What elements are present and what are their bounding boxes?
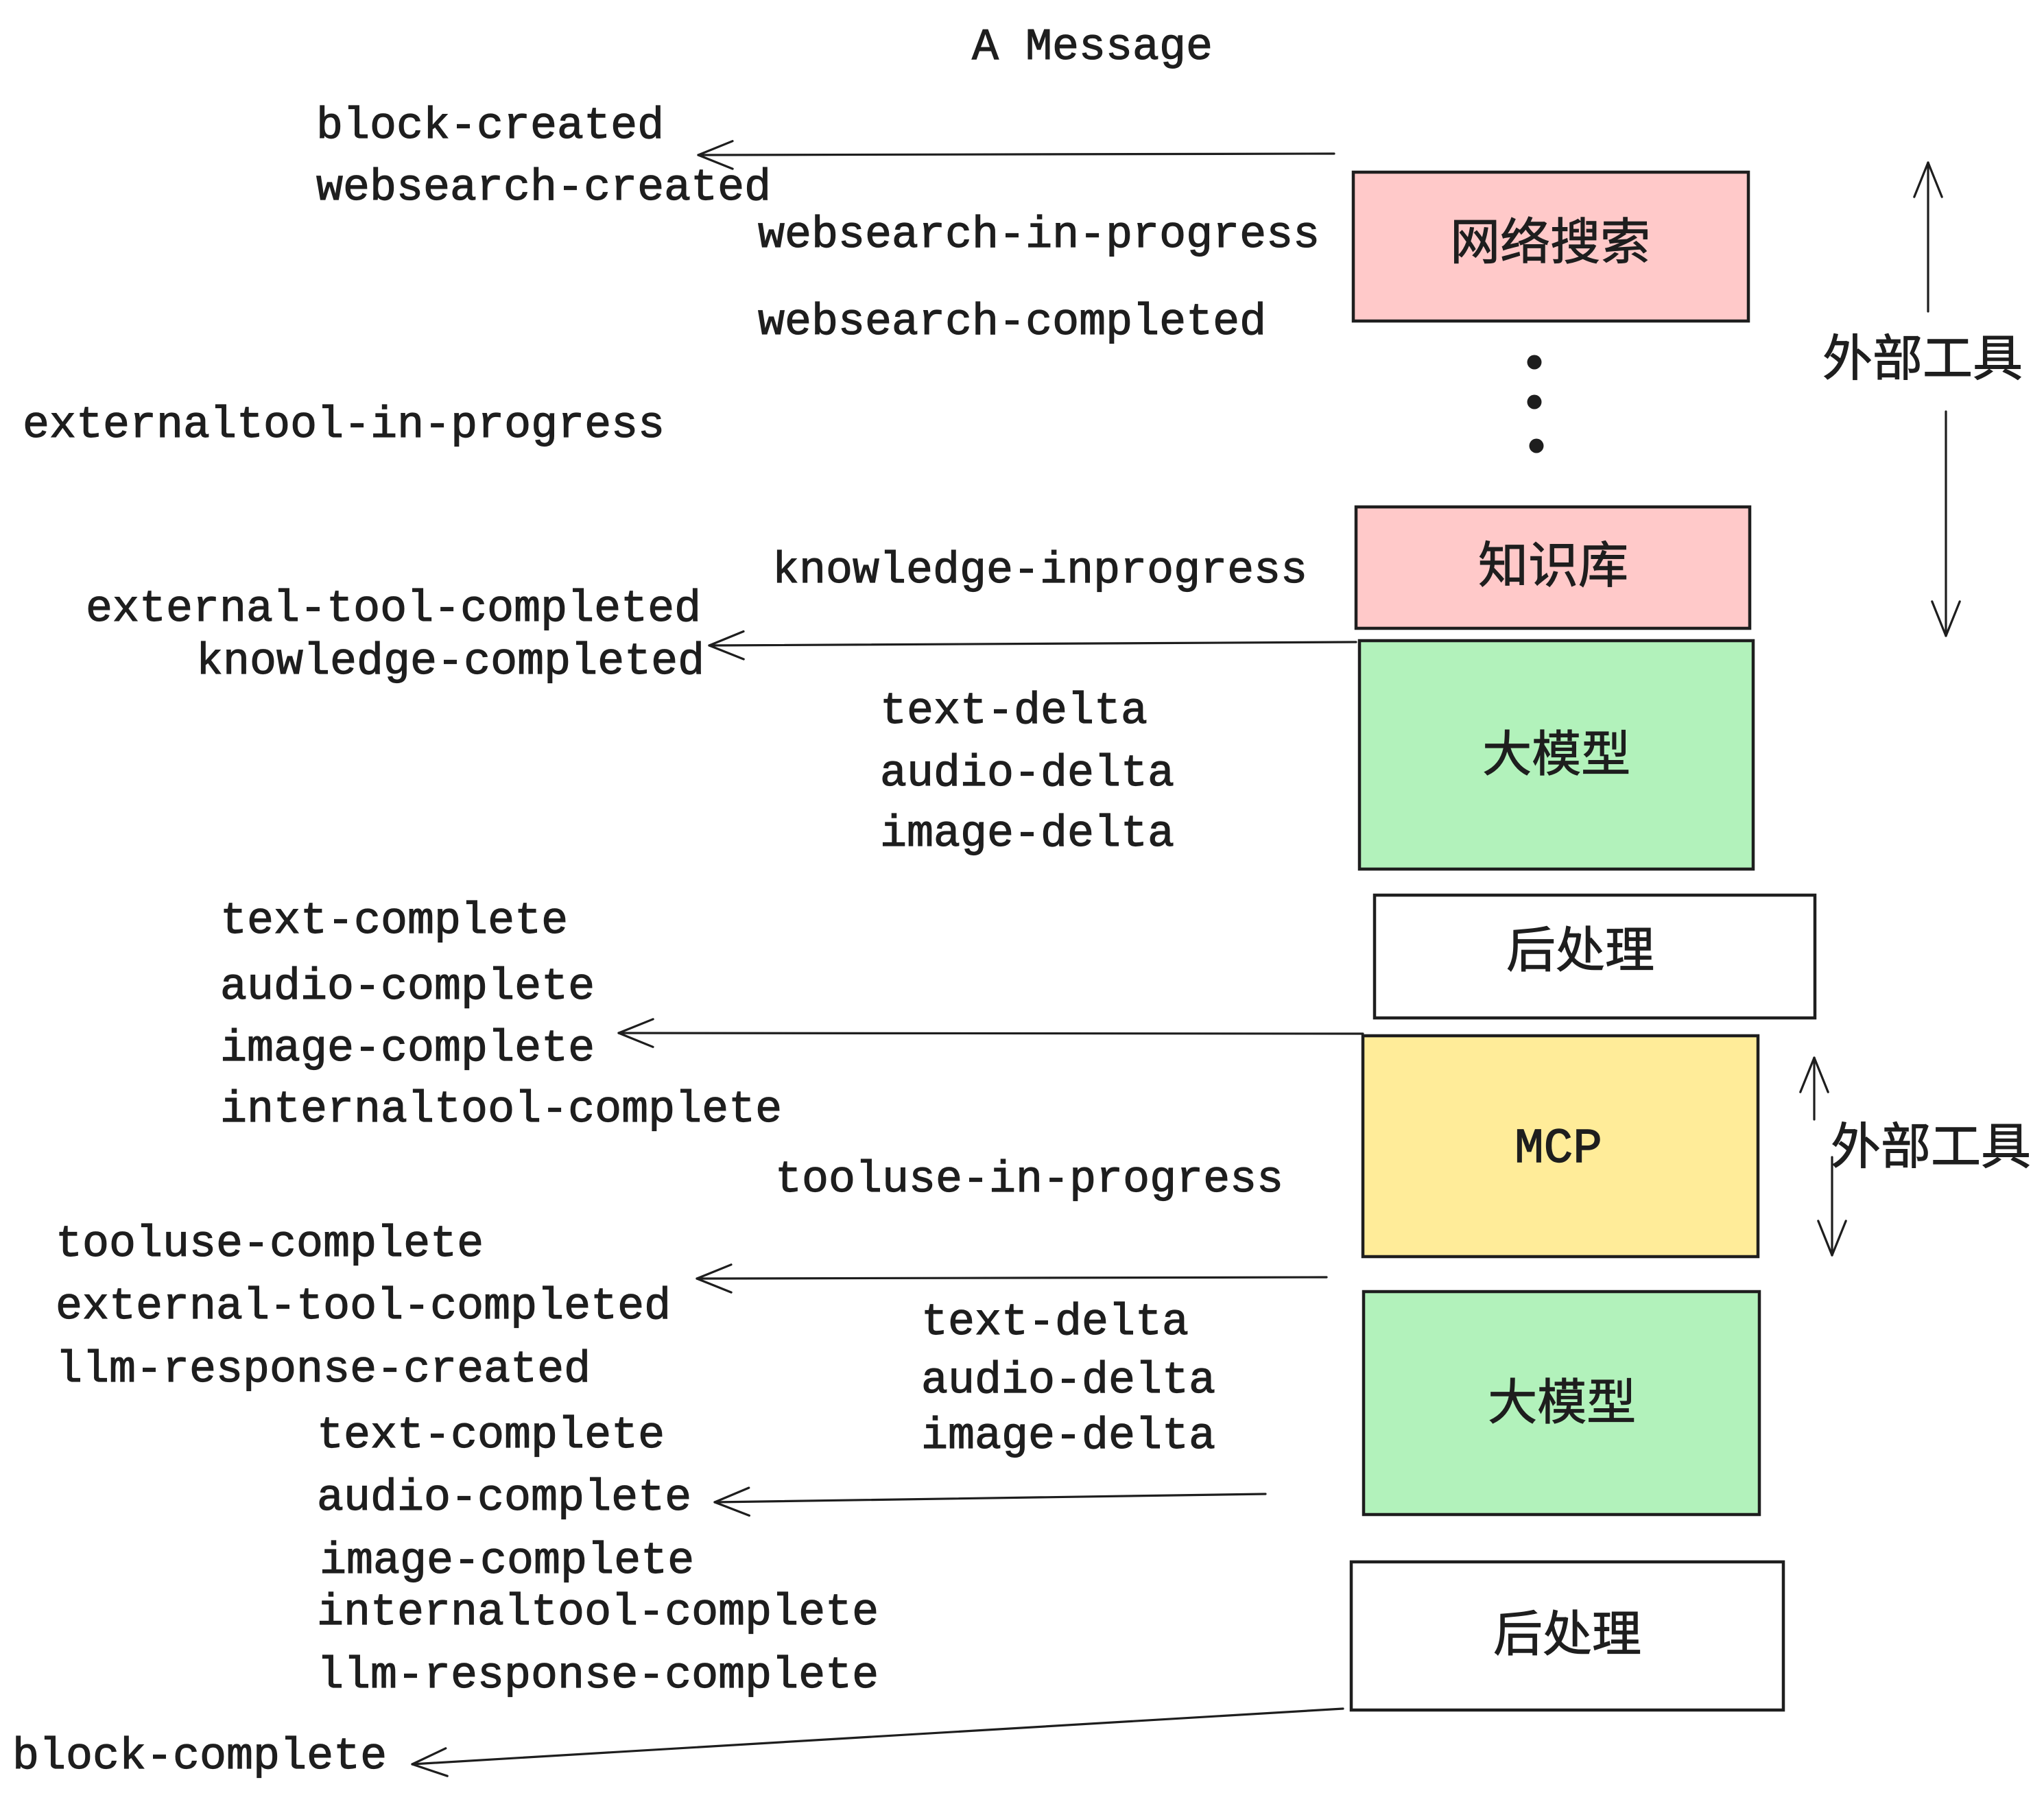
svg-text:internaltool-complete: internaltool-complete xyxy=(317,1587,879,1638)
svg-text:MCP: MCP xyxy=(1514,1122,1602,1177)
svg-text:external-tool-completed: external-tool-completed xyxy=(86,584,701,634)
svg-text:audio-complete: audio-complete xyxy=(220,962,595,1012)
svg-text:external-tool-completed: external-tool-completed xyxy=(56,1281,671,1332)
svg-text:text-complete: text-complete xyxy=(317,1410,665,1461)
svg-text:image-delta: image-delta xyxy=(880,809,1174,859)
svg-text:websearch-created: websearch-created xyxy=(316,163,771,213)
svg-text:block-created: block-created xyxy=(316,101,664,152)
svg-text:text-delta: text-delta xyxy=(921,1297,1189,1348)
svg-text:image-complete: image-complete xyxy=(220,1023,595,1074)
svg-text:text-complete: text-complete xyxy=(220,896,568,947)
svg-text:image-delta: image-delta xyxy=(921,1411,1215,1462)
svg-text:image-complete: image-complete xyxy=(320,1536,694,1587)
svg-text:websearch-in-progress: websearch-in-progress xyxy=(758,210,1320,261)
svg-text:audio-complete: audio-complete xyxy=(317,1473,691,1523)
svg-text:audio-delta: audio-delta xyxy=(921,1355,1215,1406)
svg-text:tooluse-in-progress: tooluse-in-progress xyxy=(775,1154,1283,1205)
svg-text:externaltool-in-progress: externaltool-in-progress xyxy=(23,400,665,451)
svg-text:websearch-completed: websearch-completed xyxy=(758,297,1266,348)
svg-text:block-complete: block-complete xyxy=(12,1731,387,1782)
svg-text:llm-response-created: llm-response-created xyxy=(56,1344,591,1395)
svg-text:llm-response-complete: llm-response-complete xyxy=(317,1650,879,1701)
svg-text:knowledge-inprogress: knowledge-inprogress xyxy=(772,545,1307,596)
svg-text:internaltool-complete: internaltool-complete xyxy=(220,1084,782,1135)
svg-text:knowledge-completed: knowledge-completed xyxy=(196,637,704,687)
svg-text:text-delta: text-delta xyxy=(880,686,1148,737)
svg-text:audio-delta: audio-delta xyxy=(880,748,1174,799)
svg-text:A Message: A Message xyxy=(972,22,1213,73)
svg-text:tooluse-complete: tooluse-complete xyxy=(56,1219,484,1270)
